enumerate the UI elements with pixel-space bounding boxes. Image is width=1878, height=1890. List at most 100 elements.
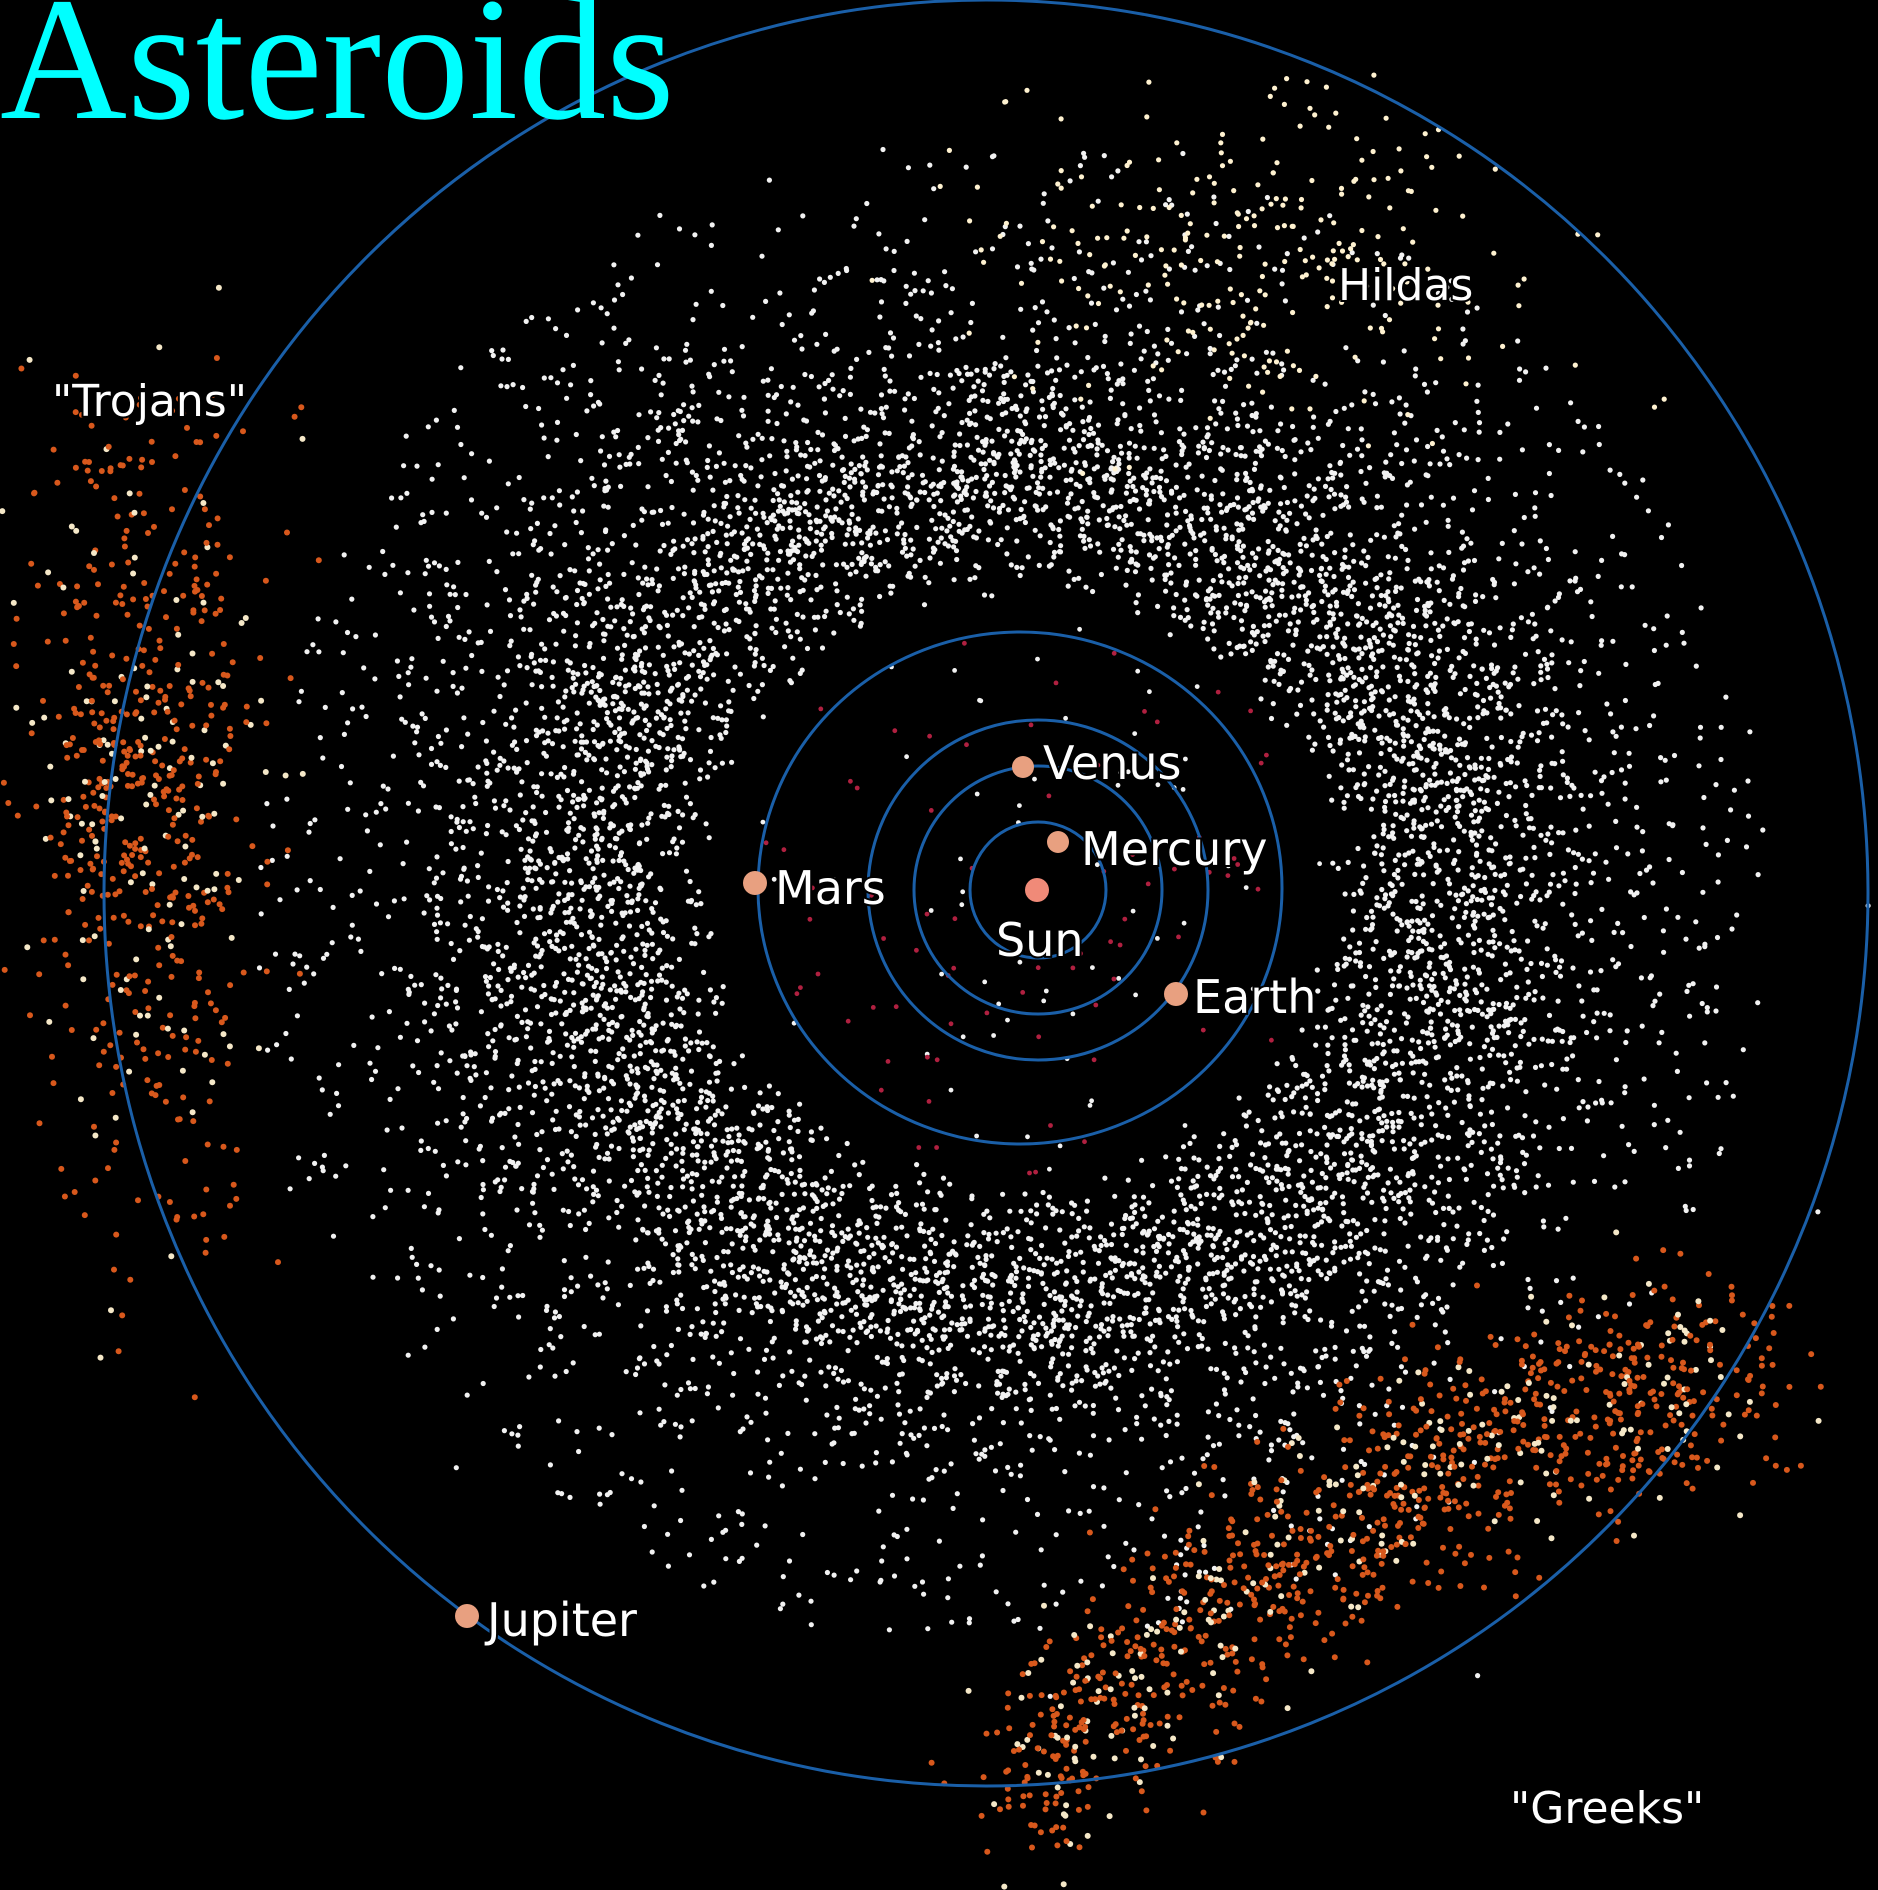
belt-asteroid-dot [1247,1424,1253,1430]
belt-asteroid-dot [1158,430,1164,436]
belt-asteroid-dot [1511,1182,1517,1188]
belt-asteroid-dot [1379,861,1385,867]
belt-asteroid-dot [1538,832,1544,838]
belt-asteroid-dot [1455,898,1461,904]
belt-asteroid-dot [839,1230,845,1236]
belt-asteroid-dot [705,557,711,563]
belt-asteroid-dot [534,1004,541,1010]
belt-asteroid-dot [1390,823,1396,829]
belt-asteroid-dot [1478,764,1484,770]
belt-asteroid-dot [1465,558,1471,564]
belt-asteroid-dot [1346,1062,1352,1068]
belt-asteroid-dot [846,475,853,481]
belt-asteroid-dot [1398,585,1404,591]
belt-asteroid-dot [1430,881,1436,887]
belt-asteroid-dot [1284,1082,1290,1088]
belt-asteroid-dot [679,736,686,742]
belt-asteroid-dot [842,433,849,439]
belt-asteroid-dot [473,926,479,932]
belt-asteroid-dot [1502,680,1508,686]
belt-asteroid-dot [1275,547,1281,554]
belt-asteroid-dot [1443,807,1449,814]
belt-asteroid-dot [1476,420,1483,426]
belt-asteroid-dot [1208,1366,1214,1372]
belt-asteroid-dot [645,1230,651,1236]
belt-asteroid-dot [1613,1057,1619,1063]
belt-asteroid-dot [1250,623,1256,630]
belt-asteroid-dot [841,561,847,567]
belt-asteroid-dot [467,819,473,825]
belt-asteroid-dot [894,1341,900,1347]
belt-asteroid-dot [1283,1197,1289,1203]
belt-asteroid-dot [1008,369,1014,375]
belt-asteroid-dot [562,764,568,771]
belt-asteroid-dot [1149,480,1155,486]
belt-asteroid-dot [1269,1276,1275,1282]
belt-asteroid-dot [494,767,500,773]
belt-asteroid-dot [639,366,645,372]
belt-asteroid-dot [1412,671,1418,677]
belt-asteroid-dot [684,460,690,466]
belt-asteroid-dot [1220,1291,1227,1297]
belt-asteroid-dot [1178,309,1185,315]
belt-asteroid-dot [1297,1158,1303,1164]
belt-asteroid-dot [836,488,842,494]
belt-asteroid-dot [1307,1111,1313,1117]
belt-asteroid-dot [1418,745,1424,752]
belt-asteroid-dot [1293,1202,1299,1208]
belt-asteroid-dot [1099,1365,1105,1371]
belt-asteroid-dot [1345,665,1351,671]
belt-asteroid-dot [898,1290,904,1296]
belt-asteroid-dot [729,1241,735,1247]
belt-asteroid-dot [621,948,627,954]
belt-asteroid-dot [616,715,623,721]
belt-asteroid-dot [589,934,595,941]
belt-asteroid-dot [794,1235,800,1241]
belt-asteroid-dot [1513,784,1519,790]
belt-asteroid-dot [1040,1321,1046,1327]
belt-asteroid-dot [1281,367,1287,373]
belt-asteroid-dot [1233,1240,1240,1246]
belt-asteroid-dot [644,942,650,948]
belt-asteroid-dot [859,540,865,546]
belt-asteroid-dot [987,519,993,525]
belt-asteroid-dot [1572,890,1578,897]
belt-asteroid-dot [712,1288,718,1295]
belt-asteroid-dot [1490,1001,1496,1007]
belt-asteroid-dot [945,1427,951,1433]
belt-asteroid-dot [1386,640,1392,646]
belt-asteroid-dot [1457,1007,1463,1013]
belt-asteroid-dot [715,624,721,631]
belt-asteroid-dot [1276,509,1282,515]
belt-asteroid-dot [1335,865,1341,872]
belt-asteroid-dot [580,508,586,514]
belt-asteroid-dot [734,1195,740,1202]
belt-asteroid-dot [1652,998,1658,1004]
belt-asteroid-dot [1216,1156,1222,1162]
belt-asteroid-dot [1288,1223,1294,1230]
belt-asteroid-dot [951,577,957,583]
belt-asteroid-dot [1596,423,1602,430]
belt-asteroid-dot [769,1104,775,1111]
belt-asteroid-dot [1218,410,1224,416]
belt-asteroid-dot [699,614,705,620]
belt-asteroid-dot [1192,333,1198,339]
belt-asteroid-dot [1046,563,1052,569]
belt-asteroid-dot [1314,617,1320,623]
belt-asteroid-dot [907,1256,913,1262]
belt-asteroid-dot [1405,733,1411,739]
belt-asteroid-dot [700,569,706,575]
belt-asteroid-dot [941,413,947,419]
belt-asteroid-dot [1120,381,1126,387]
belt-asteroid-dot [521,598,527,604]
belt-asteroid-dot [770,663,776,670]
belt-asteroid-dot [602,1076,608,1082]
belt-asteroid-dot [871,1251,877,1257]
belt-asteroid-dot [513,823,520,829]
belt-asteroid-dot [1455,1030,1461,1037]
belt-asteroid-dot [422,1019,428,1025]
belt-asteroid-dot [770,512,777,518]
belt-asteroid-dot [831,493,837,499]
belt-asteroid-dot [449,1027,455,1033]
belt-asteroid-dot [1006,1386,1012,1392]
